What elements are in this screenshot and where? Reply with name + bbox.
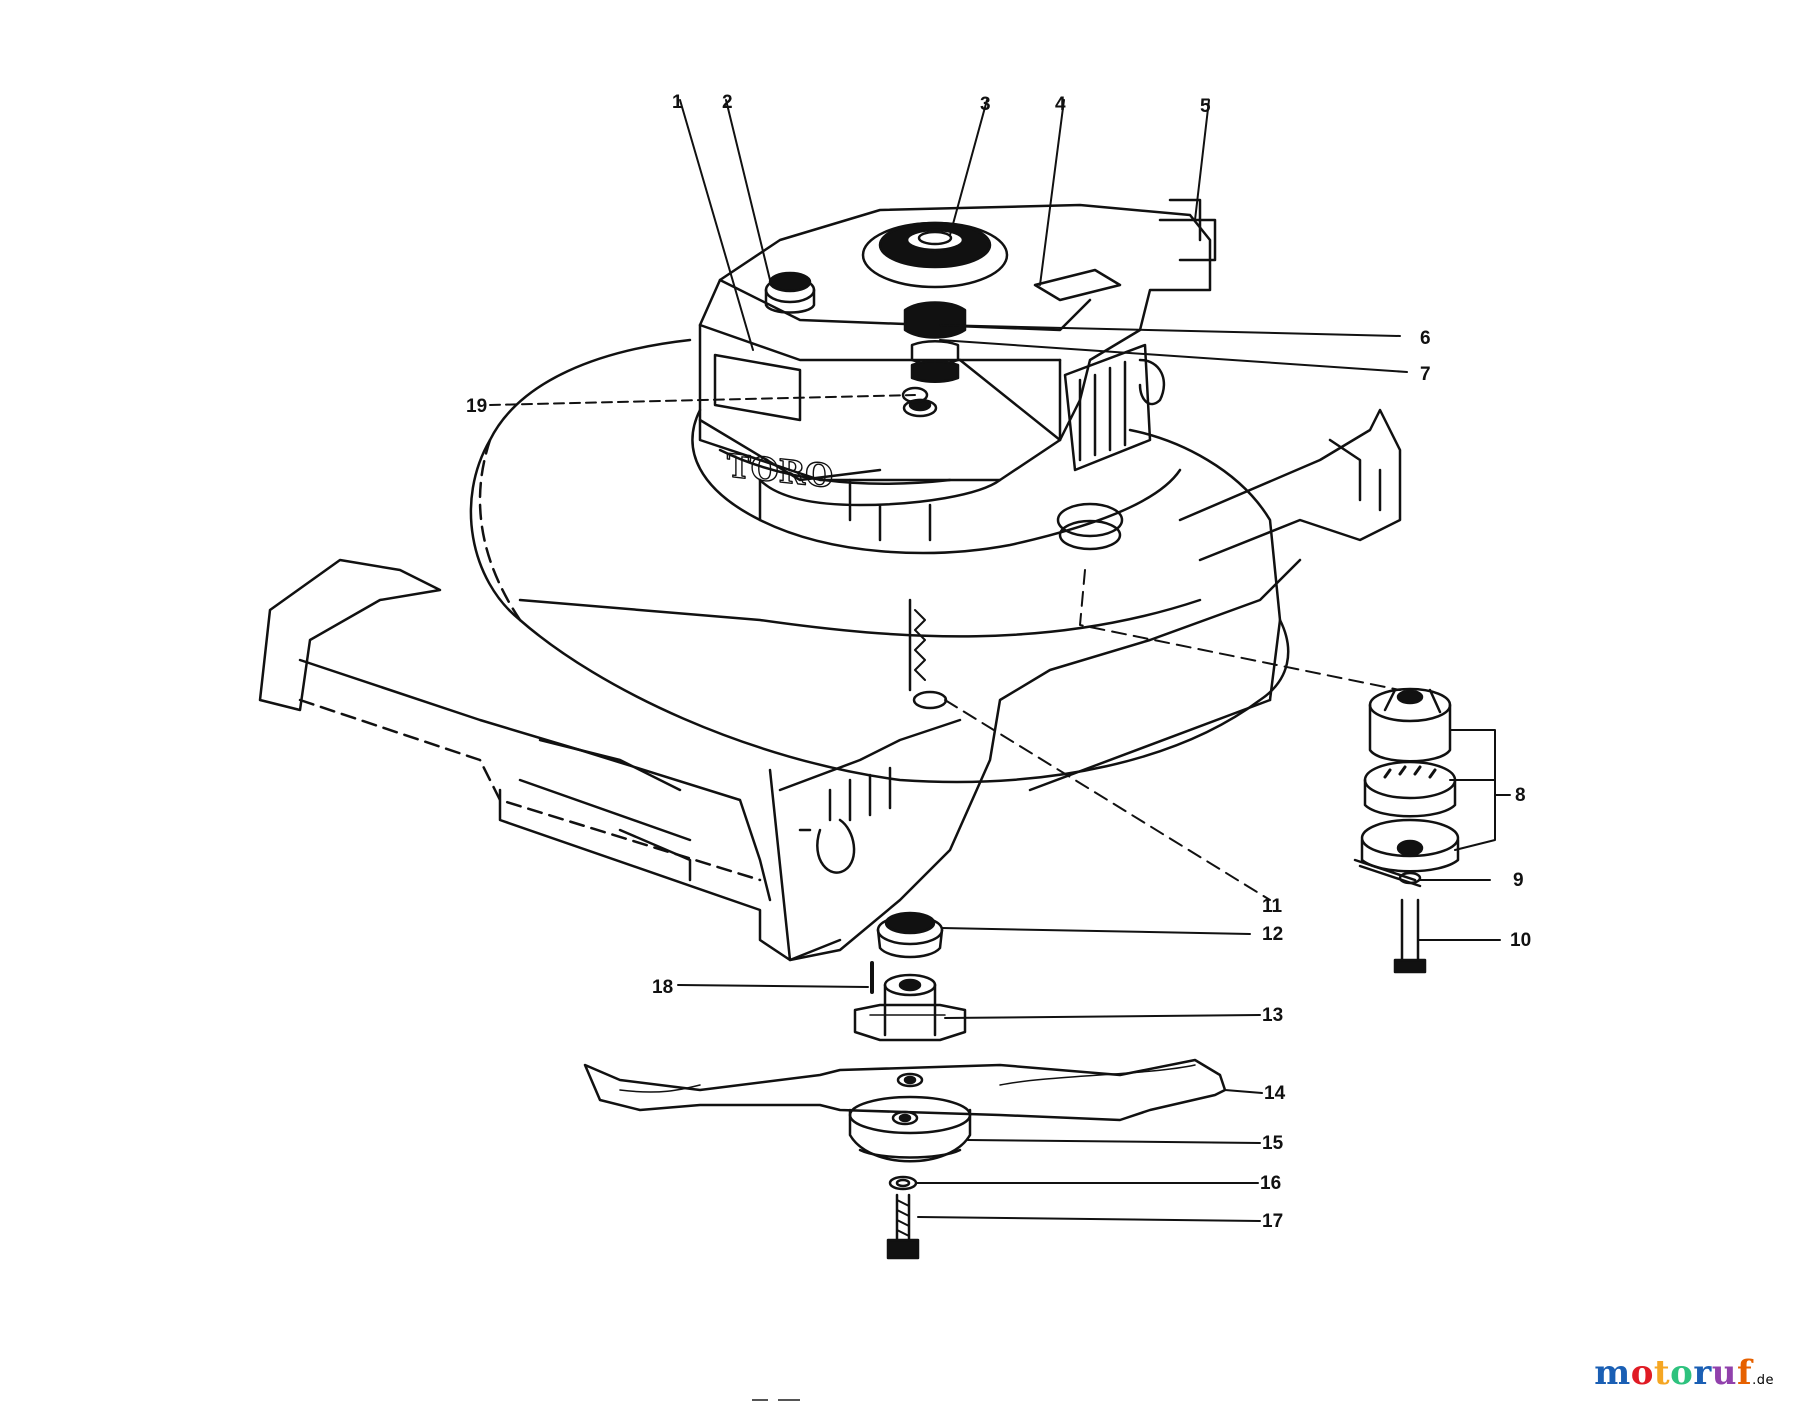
leader-lines [489, 99, 1511, 1222]
callout-16: 16 [1260, 1173, 1281, 1194]
wheel-adjuster-assembly [1353, 687, 1460, 974]
callout-13: 13 [1262, 1005, 1283, 1026]
blade-adapter-assembly [583, 911, 1227, 1260]
flywheel-key [901, 386, 929, 404]
callout-8: 8 [1515, 785, 1526, 806]
callout-15: 15 [1262, 1133, 1284, 1154]
watermark-letter: u [1711, 1353, 1737, 1393]
watermark-letter: m [1594, 1353, 1631, 1393]
callout-11: 11 [1262, 896, 1283, 917]
watermark-letter: f [1736, 1353, 1753, 1393]
callout-17: 17 [1262, 1211, 1283, 1232]
svg-text:TORO: TORO [727, 446, 833, 495]
callout-5: 5 [1200, 96, 1211, 117]
label-plate [1033, 268, 1122, 302]
callout-7: 7 [1420, 364, 1431, 385]
callout-18: 18 [652, 977, 673, 998]
callout-1: 1 [672, 92, 683, 113]
callout-4: 4 [1055, 94, 1066, 115]
spark-cover [903, 301, 967, 383]
engine [698, 198, 1212, 551]
watermark-letter: t [1653, 1353, 1671, 1393]
callout-2: 2 [722, 92, 733, 113]
watermark-suffix: .de [1752, 1373, 1774, 1388]
callout-3: 3 [980, 94, 991, 115]
watermark-letter: r [1693, 1353, 1712, 1393]
callout-12: 12 [1262, 924, 1283, 945]
callout-10: 10 [1510, 930, 1531, 951]
crankshaft [908, 598, 948, 710]
recoil-starter [861, 221, 1009, 289]
rear-axle-bracket [768, 408, 1402, 962]
callout-9: 9 [1513, 870, 1524, 891]
watermark-logo: motoruf.de [1594, 1353, 1774, 1393]
air-cleaner [1158, 218, 1217, 262]
engine-brand-plate: TORO [713, 353, 834, 496]
callout-14: 14 [1264, 1083, 1286, 1104]
callout-numbers: 1 2 3 4 5 6 7 8 9 10 11 12 13 14 15 16 1… [466, 92, 1531, 1232]
watermark-text: motoruf [1594, 1353, 1752, 1393]
fuel-cap [764, 271, 816, 314]
callout-6: 6 [1420, 328, 1431, 349]
callout-19: 19 [466, 396, 487, 417]
front-handle-bracket [258, 558, 842, 962]
watermark-letter: o [1630, 1353, 1654, 1393]
mower-deck [469, 338, 1290, 792]
watermark-letter: o [1670, 1353, 1694, 1393]
